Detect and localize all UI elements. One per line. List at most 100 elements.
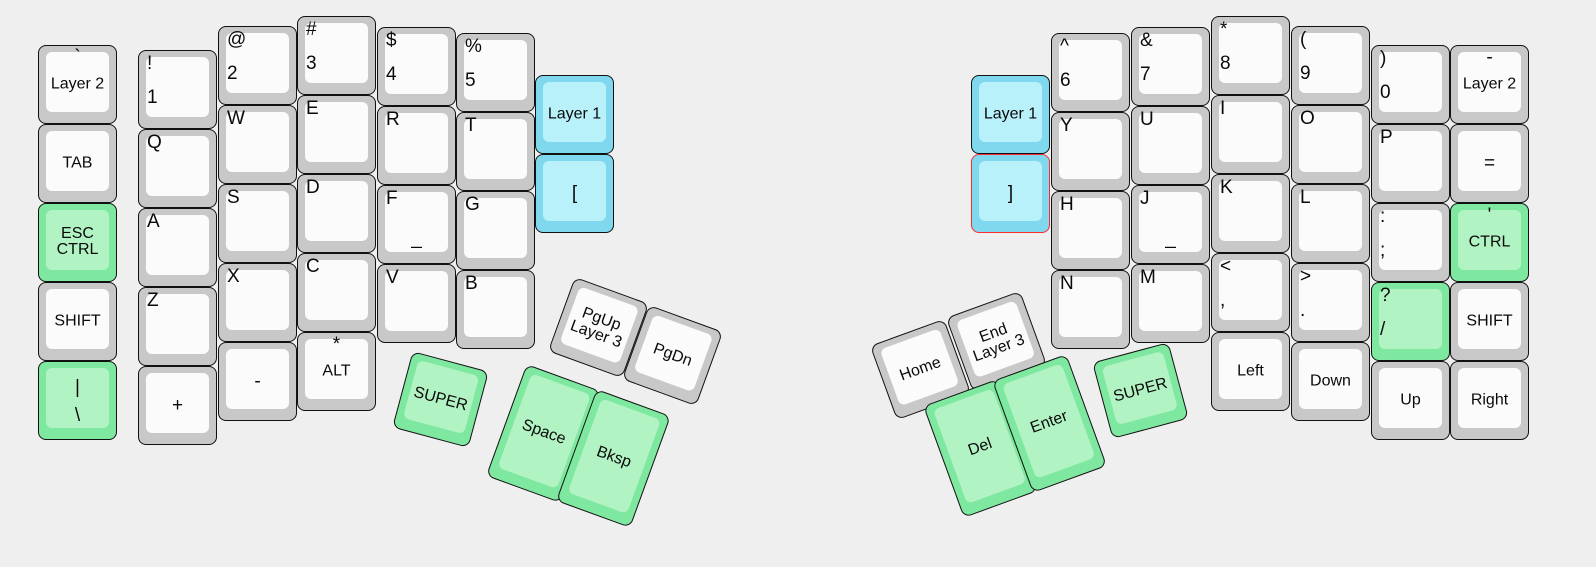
key-l-c3-r5[interactable]: -: [218, 342, 297, 421]
keycap-surface: [464, 198, 527, 258]
key-l-c4-r5[interactable]: *ALT: [297, 332, 376, 411]
key-l-c1-r4[interactable]: SHIFT: [38, 282, 117, 361]
keycap-surface: [979, 82, 1042, 142]
key-r-c7-r5[interactable]: Right: [1450, 361, 1529, 440]
key-r-c7-r2[interactable]: =: [1450, 124, 1529, 203]
key-l-c5-r3[interactable]: F_: [377, 185, 456, 264]
key-l-c2-r5[interactable]: +: [138, 366, 217, 445]
key-l-t1[interactable]: SUPER: [391, 350, 489, 448]
keycap-surface: [1458, 131, 1521, 191]
key-l-c3-r1[interactable]: @2: [218, 26, 297, 105]
key-r-c6-r3[interactable]: :;: [1371, 203, 1450, 282]
keycap-surface: [1059, 277, 1122, 337]
key-r-c7-r4[interactable]: SHIFT: [1450, 282, 1529, 361]
key-r-c3-r1[interactable]: &7: [1131, 27, 1210, 106]
keycap-surface: [385, 113, 448, 173]
key-l-c2-r3[interactable]: A: [138, 208, 217, 287]
keycap-surface: [1219, 260, 1282, 320]
key-l-c6-r3[interactable]: G: [456, 191, 535, 270]
key-l-c1-r2[interactable]: TAB: [38, 124, 117, 203]
keycap-surface: [464, 277, 527, 337]
key-r-c2-r1[interactable]: ^6: [1051, 33, 1130, 112]
key-r-c5-r5[interactable]: Down: [1291, 342, 1370, 421]
key-l-c4-r3[interactable]: D: [297, 174, 376, 253]
key-r-c7-r1[interactable]: -Layer 2: [1450, 45, 1529, 124]
keycap-surface: [1458, 52, 1521, 112]
key-r-c1-r1[interactable]: Layer 1: [971, 75, 1050, 154]
key-r-c5-r2[interactable]: O: [1291, 105, 1370, 184]
keycap-surface: [305, 23, 368, 83]
key-r-c7-r3[interactable]: 'CTRL: [1450, 203, 1529, 282]
keycap-surface: [1458, 210, 1521, 270]
key-l-c7-r2[interactable]: [: [535, 154, 614, 233]
keycap-surface: [226, 349, 289, 409]
key-l-c7-r1[interactable]: Layer 1: [535, 75, 614, 154]
key-r-c2-r2[interactable]: Y: [1051, 112, 1130, 191]
keycap-surface: [146, 294, 209, 354]
key-l-c5-r4[interactable]: V: [377, 264, 456, 343]
key-l-c2-r2[interactable]: Q: [138, 129, 217, 208]
keycap-surface: [1139, 113, 1202, 173]
key-r-c6-r2[interactable]: P: [1371, 124, 1450, 203]
key-l-c4-r2[interactable]: E: [297, 95, 376, 174]
keycap-surface: [1219, 339, 1282, 399]
key-l-c6-r2[interactable]: T: [456, 112, 535, 191]
key-r-c5-r3[interactable]: L: [1291, 184, 1370, 263]
key-l-c5-r2[interactable]: R: [377, 106, 456, 185]
keycap-surface: [226, 270, 289, 330]
key-r-c1-r2[interactable]: ]: [971, 154, 1050, 233]
keycap-surface: [402, 359, 479, 434]
keycap-surface: [305, 260, 368, 320]
keycap-surface: [146, 57, 209, 117]
key-l-c2-r4[interactable]: Z: [138, 287, 217, 366]
keycap-surface: [464, 119, 527, 179]
keycap-surface: [226, 33, 289, 93]
key-l-c1-r1[interactable]: `Layer 2: [38, 45, 117, 124]
keycap-surface: [558, 285, 639, 364]
keycap-surface: [1299, 270, 1362, 330]
key-l-c1-r5[interactable]: | \: [38, 361, 117, 440]
key-r-c6-r4[interactable]: ?/: [1371, 282, 1450, 361]
key-r-c5-r4[interactable]: >.: [1291, 263, 1370, 342]
keycap-surface: [1379, 210, 1442, 270]
key-r-c6-r5[interactable]: Up: [1371, 361, 1450, 440]
key-r-c2-r4[interactable]: N: [1051, 270, 1130, 349]
keycap-surface: [464, 40, 527, 100]
keycap-surface: [1101, 350, 1178, 425]
key-r-t5[interactable]: SUPER: [1091, 341, 1189, 439]
keycap-surface: [305, 102, 368, 162]
keycap-surface: [1059, 119, 1122, 179]
key-r-c5-r1[interactable]: (9: [1291, 26, 1370, 105]
keycap-surface: [979, 161, 1042, 221]
key-r-c3-r3[interactable]: J_: [1131, 185, 1210, 264]
keycap-surface: [1299, 33, 1362, 93]
keycap-surface: [226, 112, 289, 172]
key-l-c6-r4[interactable]: B: [456, 270, 535, 349]
key-r-c6-r1[interactable]: )0: [1371, 45, 1450, 124]
key-r-c4-r5[interactable]: Left: [1211, 332, 1290, 411]
keycap-surface: [46, 52, 109, 112]
key-r-c3-r2[interactable]: U: [1131, 106, 1210, 185]
key-l-c3-r4[interactable]: X: [218, 263, 297, 342]
keycap-surface: [1219, 181, 1282, 241]
key-r-c4-r1[interactable]: *8: [1211, 16, 1290, 95]
key-l-c3-r2[interactable]: W: [218, 105, 297, 184]
key-l-c3-r3[interactable]: S: [218, 184, 297, 263]
key-r-c4-r2[interactable]: I: [1211, 95, 1290, 174]
keycap-surface: [955, 299, 1036, 378]
key-l-c4-r1[interactable]: #3: [297, 16, 376, 95]
keycap-surface: [1379, 368, 1442, 428]
key-r-c4-r4[interactable]: <,: [1211, 253, 1290, 332]
key-l-c6-r1[interactable]: %5: [456, 33, 535, 112]
key-l-c5-r1[interactable]: $4: [377, 27, 456, 106]
keycap-surface: [305, 181, 368, 241]
key-r-c4-r3[interactable]: K: [1211, 174, 1290, 253]
keycap-surface: [1379, 131, 1442, 191]
key-r-c3-r4[interactable]: M: [1131, 264, 1210, 343]
key-r-c2-r3[interactable]: H: [1051, 191, 1130, 270]
key-l-c1-r3[interactable]: ESC CTRL: [38, 203, 117, 282]
keycap-surface: [146, 215, 209, 275]
keycap-surface: [1299, 112, 1362, 172]
key-l-c2-r1[interactable]: !1: [138, 50, 217, 129]
key-l-c4-r4[interactable]: C: [297, 253, 376, 332]
